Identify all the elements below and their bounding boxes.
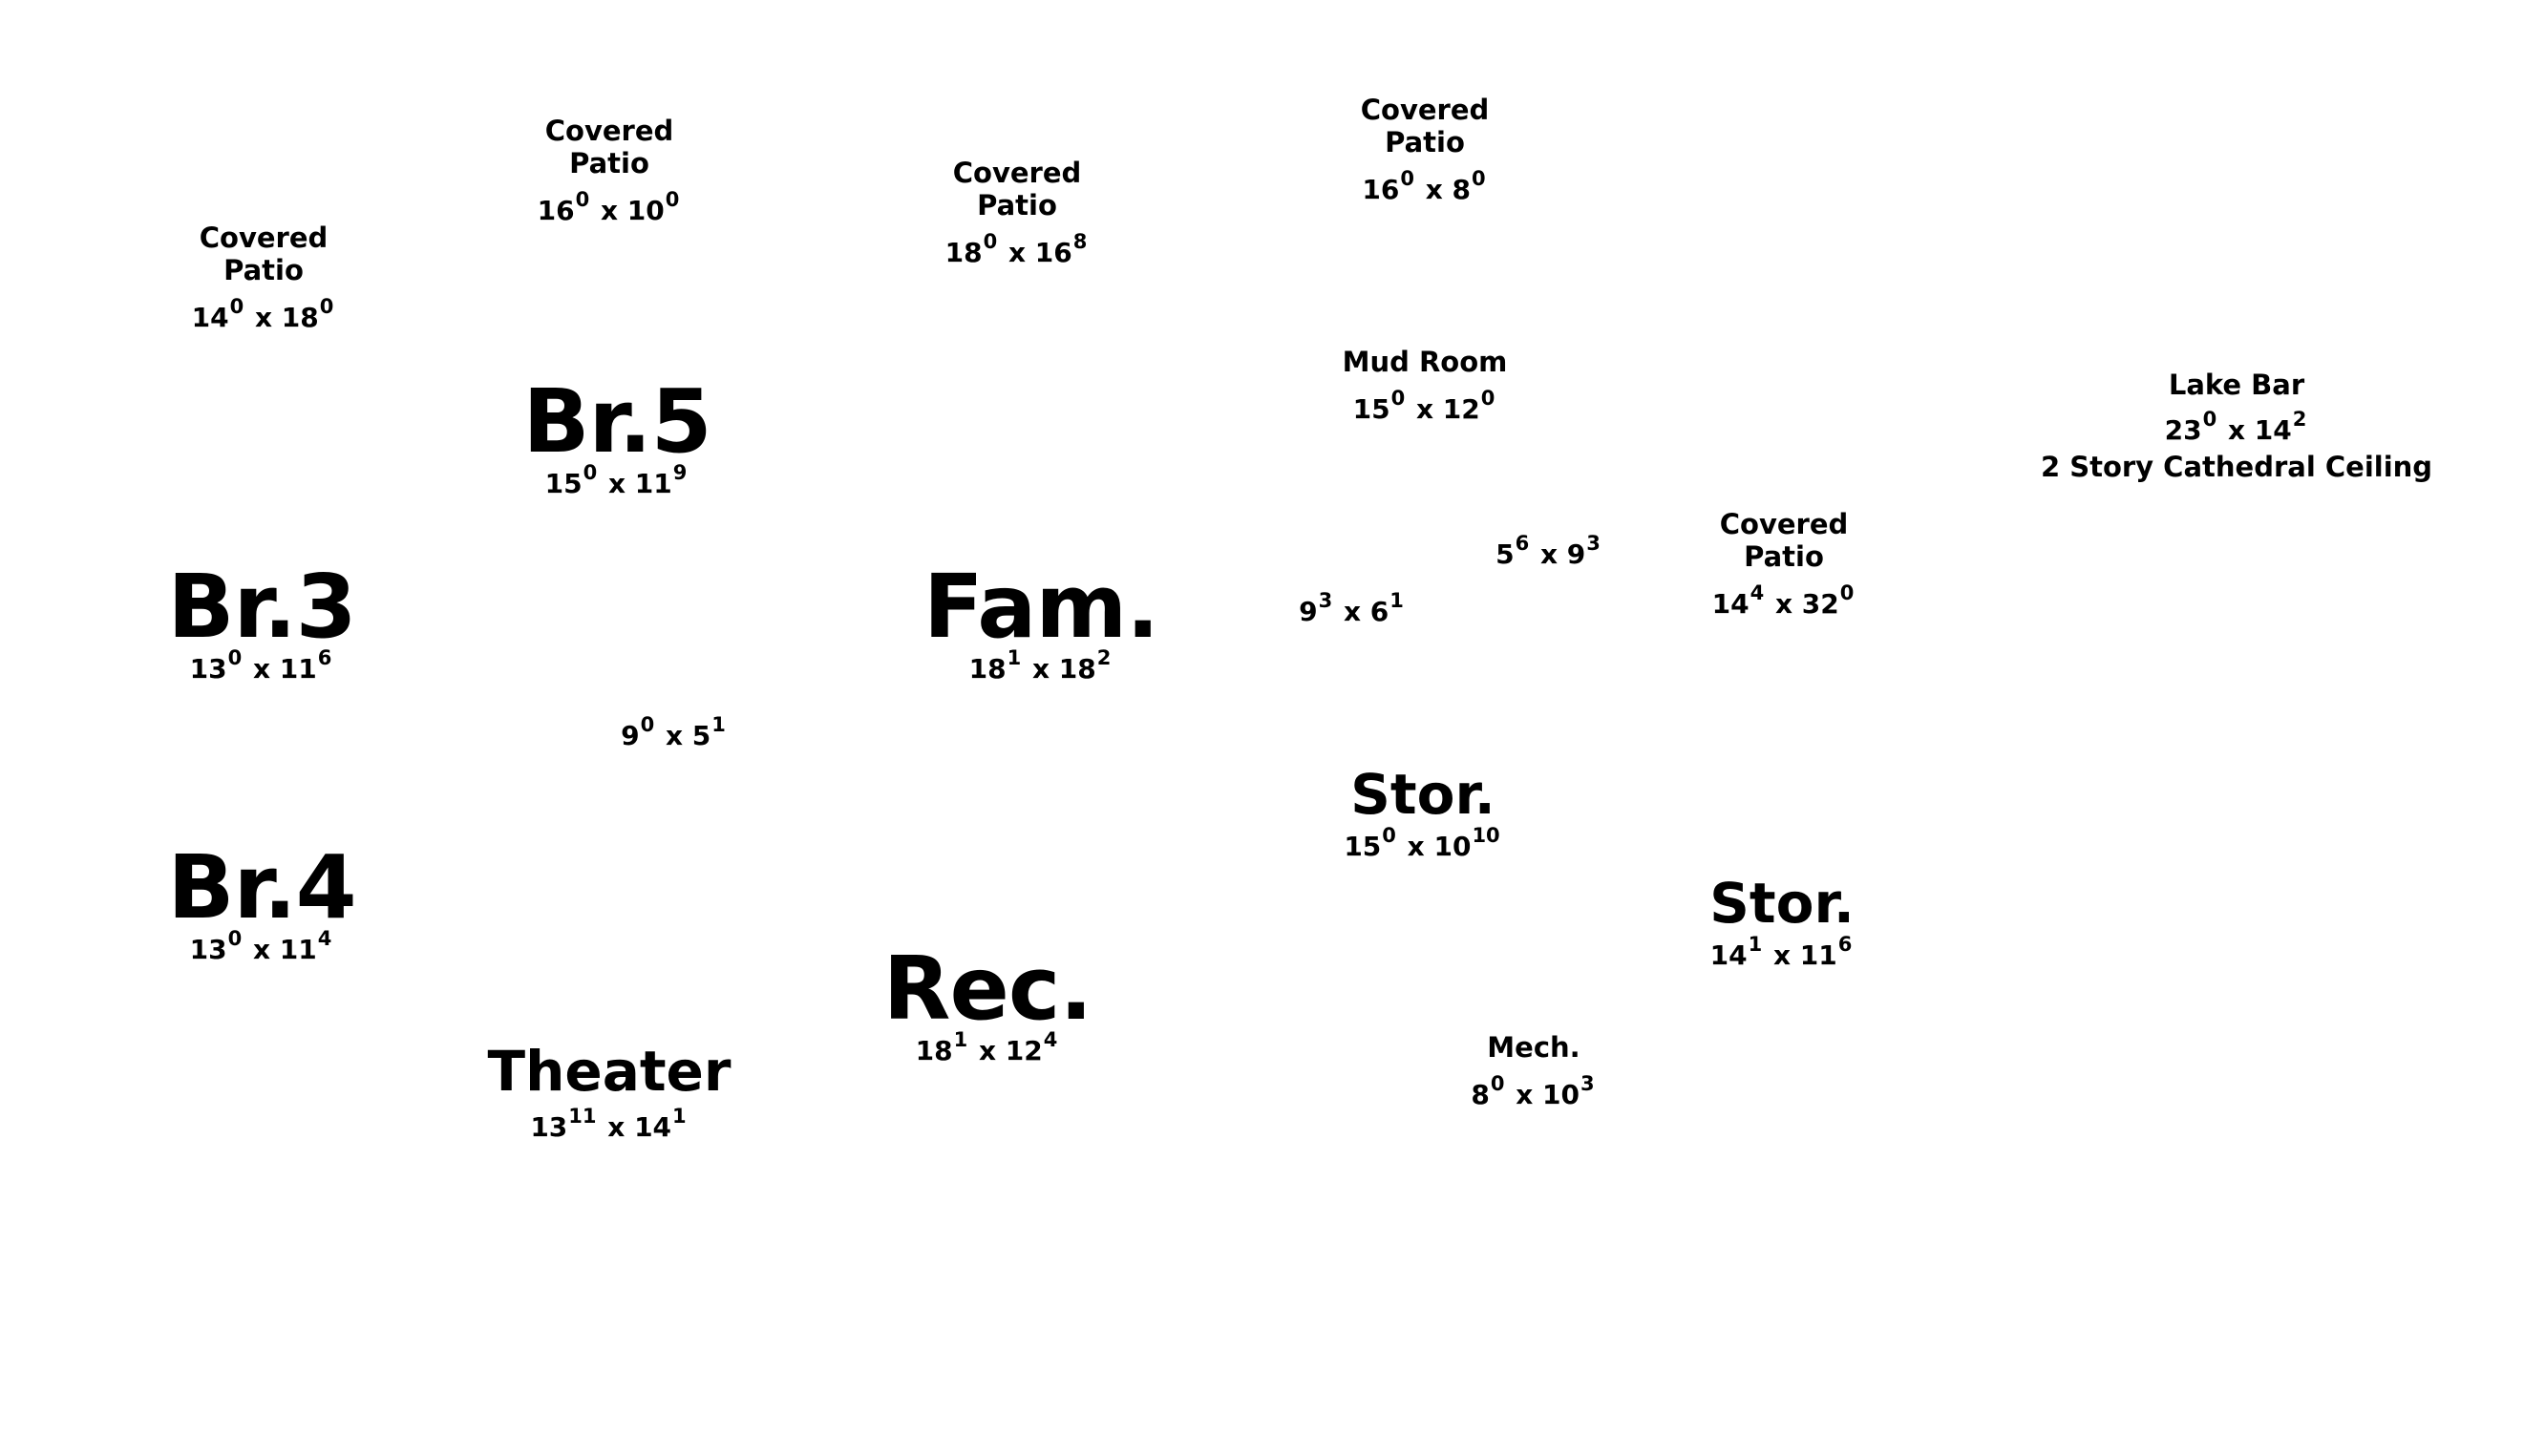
room-lake-bar: Lake Bar 230 x 142 2 Story Cathedral Cei… <box>2041 369 2432 483</box>
room-unlabeled-9x6: 93 x 61 <box>1299 589 1406 628</box>
room-label: Lake Bar <box>2168 369 2305 401</box>
room-family: Fam. 181 x 182 <box>923 556 1159 686</box>
room-label: Br.3 <box>167 556 356 658</box>
room-dimensions: 230 x 142 <box>2164 408 2307 446</box>
room-label: Covered Patio <box>199 222 329 286</box>
room-dimensions: 1311 x 141 <box>530 1105 687 1143</box>
room-dimensions: 141 x 116 <box>1709 933 1853 971</box>
room-covered-patio-2: Covered Patio 160 x 100 <box>538 115 682 227</box>
room-dimensions: 150 x 1010 <box>1344 824 1500 862</box>
room-label: Mech. <box>1487 1031 1580 1064</box>
room-dimensions: 56 x 93 <box>1495 532 1601 570</box>
room-label: Covered Patio <box>544 115 674 179</box>
room-storage-1: Stor. 150 x 1010 <box>1344 764 1501 863</box>
room-label: Theater <box>487 1039 732 1104</box>
room-dimensions: 130 x 116 <box>189 646 332 685</box>
room-br3: Br.3 130 x 116 <box>167 556 356 686</box>
room-label: Covered Patio <box>952 157 1082 222</box>
room-dimensions: 80 x 103 <box>1471 1072 1595 1110</box>
room-dimensions: 140 x 180 <box>191 295 334 333</box>
room-label: Br.4 <box>167 836 356 939</box>
room-dimensions: 160 x 80 <box>1362 167 1486 205</box>
room-br4: Br.4 130 x 114 <box>167 836 356 966</box>
room-unlabeled-5x9: 56 x 93 <box>1495 532 1602 571</box>
room-label: Mud Room <box>1342 346 1508 378</box>
room-dimensions: 90 x 51 <box>621 713 726 751</box>
room-label: Stor. <box>1350 762 1495 827</box>
room-dimensions: 93 x 61 <box>1299 589 1404 627</box>
room-mechanical: Mech. 80 x 103 <box>1471 1031 1596 1111</box>
room-dimensions: 181 x 182 <box>968 646 1112 685</box>
room-note: 2 Story Cathedral Ceiling <box>2040 451 2433 483</box>
room-label: Br.5 <box>522 370 711 473</box>
room-theater: Theater 1311 x 141 <box>488 1041 732 1144</box>
room-label: Rec. <box>882 938 1093 1040</box>
room-dimensions: 181 x 124 <box>915 1028 1058 1066</box>
room-covered-patio-5: Covered Patio 144 x 320 <box>1712 508 1856 621</box>
room-covered-patio-1: Covered Patio 140 x 180 <box>192 222 336 334</box>
room-recreation: Rec. 181 x 124 <box>882 938 1093 1067</box>
room-dimensions: 150 x 119 <box>544 461 688 499</box>
room-label: Covered Patio <box>1719 508 1849 573</box>
room-dimensions: 180 x 168 <box>944 230 1088 268</box>
room-dimensions: 160 x 100 <box>537 188 680 226</box>
room-label: Covered Patio <box>1360 94 1490 158</box>
room-label: Fam. <box>923 556 1159 658</box>
room-unlabeled-9x5: 90 x 51 <box>621 713 728 752</box>
room-br5: Br.5 150 x 119 <box>522 376 711 500</box>
room-storage-2: Stor. 141 x 116 <box>1709 873 1855 972</box>
room-dimensions: 150 x 120 <box>1352 387 1495 425</box>
room-dimensions: 130 x 114 <box>189 927 332 965</box>
room-covered-patio-4: Covered Patio 160 x 80 <box>1361 94 1490 206</box>
room-label: Stor. <box>1709 871 1855 936</box>
room-mud-room: Mud Room 150 x 120 <box>1343 346 1508 426</box>
room-covered-patio-3: Covered Patio 180 x 168 <box>945 157 1090 269</box>
room-dimensions: 144 x 320 <box>1711 581 1855 620</box>
